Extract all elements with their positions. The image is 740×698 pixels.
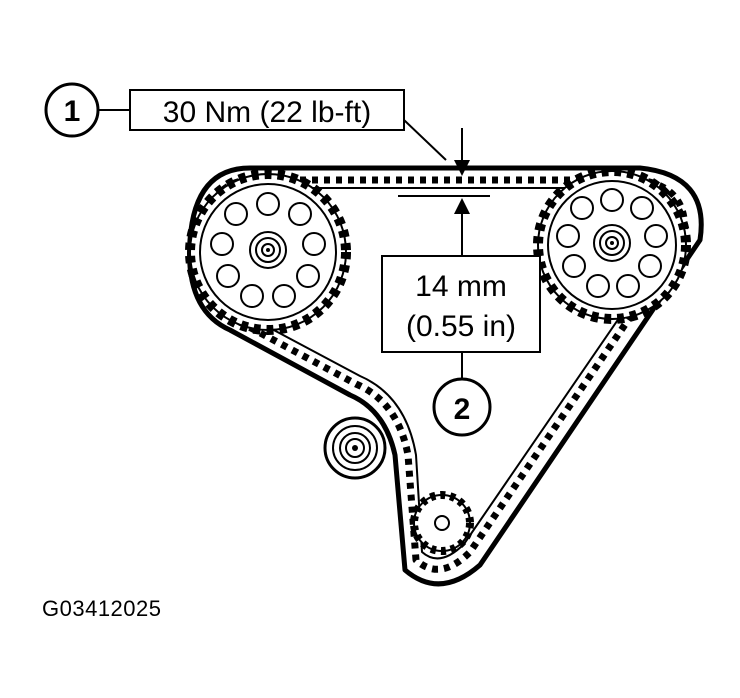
- callout-1-number: 1: [64, 95, 81, 128]
- deflection-arrows: [398, 128, 490, 380]
- callout-1-label: 30 Nm (22 lb-ft): [163, 96, 371, 129]
- figure-id: G03412025: [42, 596, 162, 621]
- callout-2-label-box: [381, 255, 541, 353]
- callout-2: 14 mm (0.55 in) 2: [381, 255, 541, 437]
- callout-1-label-box: [129, 89, 405, 131]
- tensioner-pulley: [323, 416, 387, 480]
- callout-2-circle: [432, 377, 492, 437]
- callout-1-leader: [403, 119, 447, 161]
- callout-2-label-line2: (0.55 in): [406, 310, 516, 343]
- callout-2-number: 2: [454, 393, 471, 426]
- callout-2-label-line1: 14 mm: [415, 270, 507, 303]
- left-camshaft-sprocket: [185, 169, 351, 335]
- right-camshaft-sprocket: [533, 166, 691, 324]
- callout-1: 1 30 Nm (22 lb-ft): [44, 82, 447, 161]
- crankshaft-sprocket: [410, 491, 474, 555]
